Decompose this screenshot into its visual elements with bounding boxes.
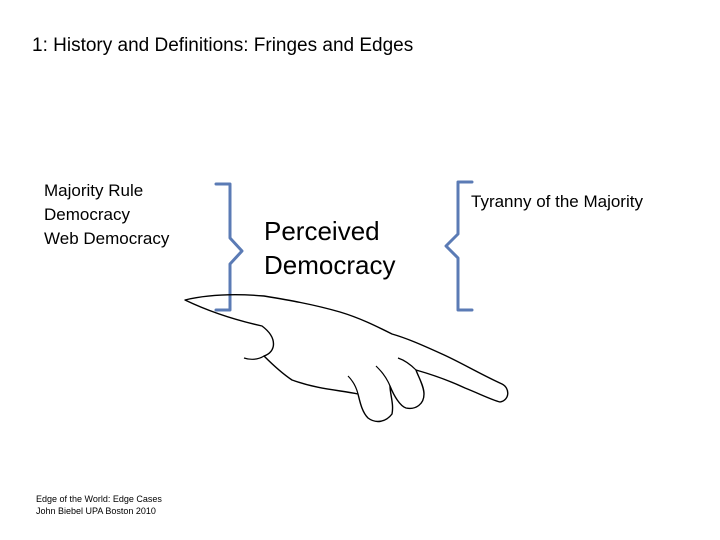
list-item-majority-rule: Majority Rule [44, 181, 144, 200]
center-line-2: Democracy [264, 250, 396, 280]
perceived-democracy-label: Perceived Democracy [264, 214, 444, 282]
tyranny-label: Tyranny of the Majority [471, 192, 643, 211]
pointing-hand-icon [184, 294, 509, 423]
footer-credit: Edge of the World: Edge Cases John Biebe… [36, 493, 162, 517]
definition-list: Majority Rule Democracy Web Democracy [44, 179, 214, 251]
list-item-democracy: Democracy [44, 205, 130, 224]
list-item-web-democracy: Web Democracy [44, 229, 170, 248]
footer-line-1: Edge of the World: Edge Cases [36, 494, 162, 504]
center-line-1: Perceived [264, 216, 380, 246]
left-facing-bracket-icon [444, 180, 474, 312]
slide-title: 1: History and Definitions: Fringes and … [32, 35, 414, 56]
footer-line-2: John Biebel UPA Boston 2010 [36, 506, 156, 516]
right-facing-bracket-icon [214, 182, 244, 312]
